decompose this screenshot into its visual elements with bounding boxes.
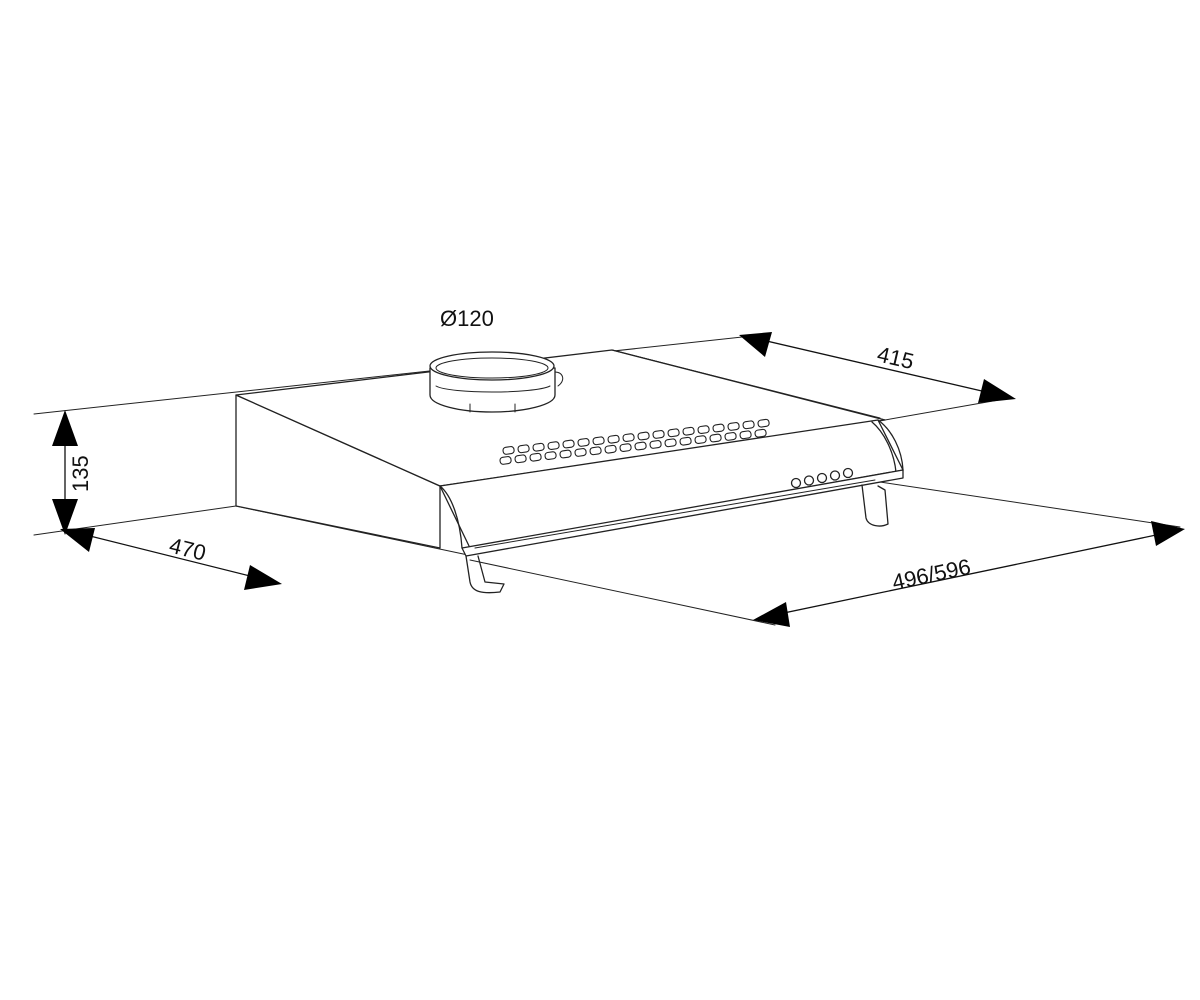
vent-slot (754, 428, 767, 438)
vent-slot (757, 418, 770, 428)
hood-left-edge (439, 485, 463, 549)
hood-right-edge (877, 419, 904, 471)
depth-top-arrow-left (739, 332, 772, 357)
vent-slot (652, 430, 665, 439)
control-knob[interactable] (803, 475, 815, 486)
vent-slot (574, 448, 587, 457)
duct-collar-inner (435, 357, 549, 379)
control-knobs (790, 467, 854, 489)
depth-bottom-arrow-right (244, 565, 282, 590)
vent-slot (739, 430, 752, 440)
vent-slot (679, 436, 692, 446)
vent-slot (559, 449, 572, 459)
vent-slot (709, 433, 722, 443)
vent-slot (634, 441, 647, 451)
visor-handle-right (861, 484, 889, 527)
dimension-width (753, 521, 1185, 627)
vent-slot (724, 432, 737, 441)
vent-slot (592, 436, 605, 446)
depth-bottom-label: 470 (167, 533, 209, 566)
hood-right-edge-inner (871, 421, 897, 473)
width-arrow-right (1151, 521, 1185, 546)
vent-slot (499, 456, 512, 465)
vent-slot (514, 454, 527, 464)
duct-collar-body (429, 367, 556, 413)
vent-slot (637, 431, 650, 441)
width-arrow-left (753, 602, 790, 627)
vent-slot (619, 443, 632, 453)
vent-slot (664, 438, 677, 448)
vent-slot (532, 442, 545, 452)
duct-diameter-label: Ø120 (440, 306, 494, 331)
control-knob[interactable] (790, 477, 802, 489)
height-arrow-top (52, 410, 78, 446)
vent-slot (682, 426, 695, 436)
vent-slot (517, 444, 530, 454)
vent-slot (529, 452, 542, 462)
vent-slot (742, 420, 755, 430)
visor-handle-left (465, 555, 505, 594)
hood-body (235, 349, 904, 557)
height-arrow-bottom (52, 499, 78, 535)
vent-slot (727, 422, 740, 431)
vent-slot (649, 440, 662, 449)
duct-collar-rim (429, 351, 555, 381)
vent-slot (604, 444, 617, 454)
dimension-depth-bottom (60, 528, 282, 590)
vent-slot (577, 438, 590, 447)
vent-slots (499, 418, 770, 465)
visor-handles (465, 484, 889, 594)
vent-slot (607, 434, 620, 444)
depth-top-label: 415 (875, 342, 916, 375)
vent-slot (562, 439, 575, 449)
vent-slot (667, 428, 680, 438)
vent-slot (589, 446, 602, 456)
vent-slot (694, 435, 707, 445)
vent-slot (712, 423, 725, 433)
dimension-depth-top (739, 332, 1016, 403)
depth-bottom-arrow-left (60, 528, 95, 552)
dimension-height (52, 410, 78, 535)
depth-top-arrow-right (978, 379, 1016, 403)
vent-slot (697, 425, 710, 435)
vent-slot (544, 451, 557, 461)
control-knob[interactable] (816, 472, 828, 484)
duct-collar (429, 351, 564, 413)
height-label: 135 (68, 455, 93, 492)
control-knob[interactable] (829, 470, 841, 481)
width-label: 496/596 (890, 554, 973, 595)
vent-slot (547, 441, 560, 451)
vent-slot (622, 433, 635, 443)
vent-slot (502, 446, 515, 455)
control-knob[interactable] (842, 467, 854, 479)
